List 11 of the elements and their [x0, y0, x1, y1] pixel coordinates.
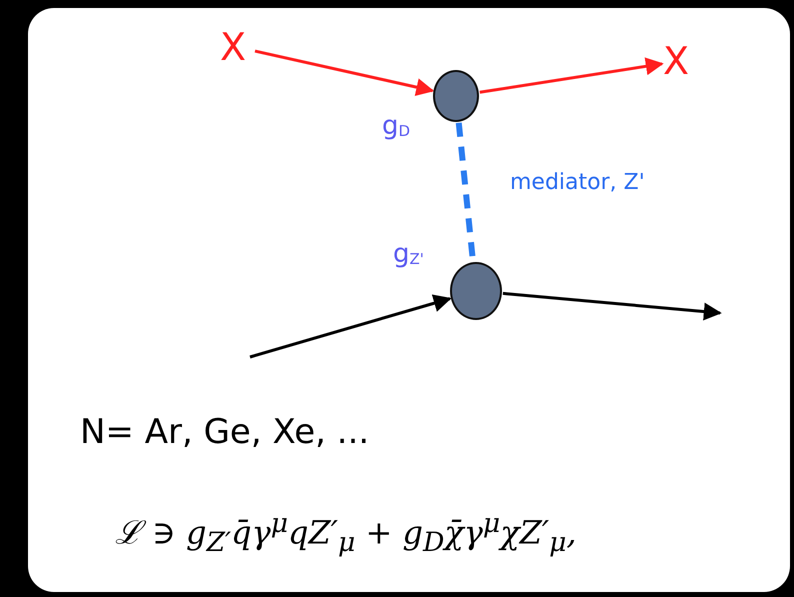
edge-label: mediator, Z': [510, 170, 645, 196]
arrow: [502, 292, 722, 320]
particle-label: X: [663, 44, 697, 78]
coupling-label: g$_{D}$: [382, 112, 410, 143]
coupling-label: g$_{Z'}$: [393, 240, 424, 271]
particle-label: X: [220, 30, 254, 64]
lagrangian-formula: ℒ ∋ g$_{Z′}$q̄γ$^{μ}$qZ′$_{μ}$ + g$_{D}$χ̄γ$^{μ}$χZ′$_{μ}$,: [115, 508, 577, 558]
nucleus-list: N= Ar, Ge, Xe, ...: [80, 412, 370, 452]
arrow: [254, 50, 434, 96]
arrow: [250, 294, 452, 358]
arrow: [480, 57, 664, 94]
